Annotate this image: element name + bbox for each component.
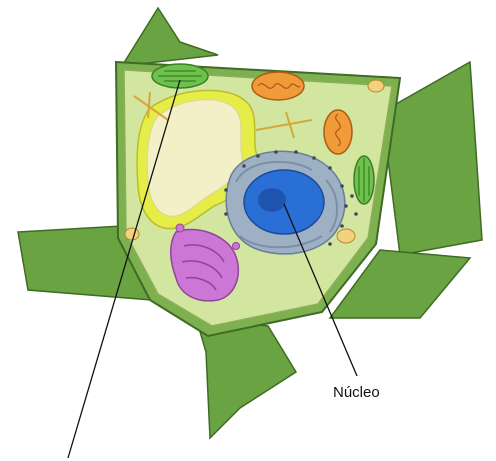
mitochondrion (252, 72, 304, 100)
mitochondrion (324, 110, 352, 154)
nucleolus (258, 188, 286, 212)
cell-wall-top-fin (122, 8, 218, 66)
nucleus-label: Núcleo (333, 384, 380, 401)
chloroplast (152, 64, 208, 88)
chloroplast (354, 156, 374, 204)
